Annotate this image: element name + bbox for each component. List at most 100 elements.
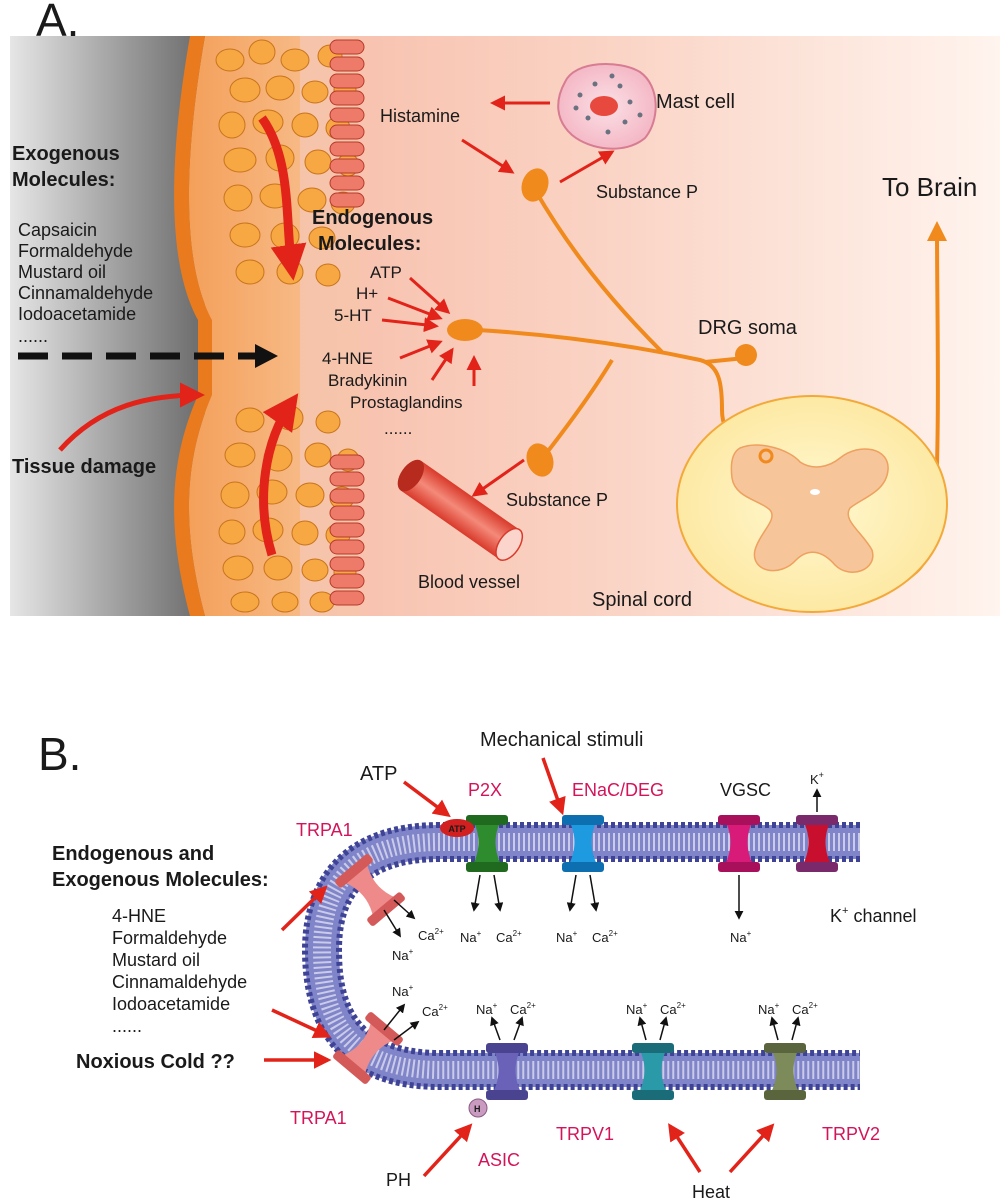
ion-label-ca: Ca2+ (510, 1001, 536, 1017)
panel-b: B. ATP (38, 728, 917, 1200)
exogenous-item: Capsaicin (18, 220, 97, 240)
ion-label-na: Na+ (476, 1001, 498, 1017)
endo-exo-item: Mustard oil (112, 950, 200, 970)
endo-exo-item: Iodoacetamide (112, 994, 230, 1014)
ion-label-na: Na+ (460, 929, 482, 945)
exogenous-title-1: Exogenous (12, 143, 120, 165)
ion-label-na: Na+ (392, 983, 414, 999)
exogenous-item: Formaldehyde (18, 241, 133, 261)
endogenous-title-1: Endogenous (312, 207, 433, 229)
dorsal-horn-synapse (758, 448, 774, 464)
exogenous-item: Cinnamaldehyde (18, 283, 153, 303)
endo-exo-item: 4-HNE (112, 906, 166, 926)
atp-tag-label: ATP (448, 824, 465, 834)
central-canal (810, 489, 820, 495)
endo-exo-title-1: Endogenous and (52, 843, 214, 865)
panel-a: A. (10, 0, 1000, 616)
ph-label: PH (386, 1170, 411, 1190)
blood-vessel-label: Blood vessel (418, 572, 520, 592)
stimulus-arrows (264, 757, 775, 1178)
barrier-cells (329, 39, 365, 606)
ion-label-na: Na+ (392, 947, 414, 963)
tissue-damage-arrow (58, 382, 205, 452)
ion-label-na: Na+ (556, 929, 578, 945)
h-tag-label: H (474, 1104, 481, 1114)
ion-label-na: Na+ (626, 1001, 648, 1017)
epidermis-layer (188, 36, 300, 616)
ion-label-ca: Ca2+ (660, 1001, 686, 1017)
exogenous-item: Mustard oil (18, 262, 106, 282)
membrane-head-outer (301, 822, 860, 1090)
h-bound-tag (468, 1098, 488, 1118)
trpv1-label: TRPV1 (556, 1124, 614, 1144)
mechanical-stimuli-label: Mechanical stimuli (480, 729, 643, 751)
tissue-damage-label: Tissue damage (12, 456, 156, 478)
k-ion-top-label: K+ (810, 770, 824, 787)
nerve-ending-endogenous (447, 319, 483, 341)
outer-environment (10, 36, 205, 616)
blood-vessel (397, 459, 524, 561)
channel-asic (486, 1043, 528, 1100)
ion-labels: Ca2+ Na+ Na+ Ca2+ Na+ Ca2+ Na+ Na+ Ca2+ … (392, 927, 818, 1019)
histamine-label: Histamine (380, 106, 460, 126)
endo-exo-title-2: Exogenous Molecules: (52, 869, 269, 891)
atp-bound-tag (440, 819, 474, 837)
channel-trpv1 (632, 1043, 674, 1100)
mast-cell-nucleus (590, 96, 618, 116)
skin-edge (174, 36, 212, 616)
drg-soma-body (735, 344, 757, 366)
vgsc-label: VGSC (720, 780, 771, 800)
k-channel-label: K+ channel (830, 905, 917, 926)
dashed-arrow-head (255, 344, 278, 368)
membrane-head-inner (335, 856, 860, 1056)
ion-label-ca: Ca2+ (592, 929, 618, 945)
penetration-arrow-top (258, 115, 307, 281)
substance-p-top-label: Substance P (596, 182, 698, 202)
trpv2-label: TRPV2 (822, 1124, 880, 1144)
exogenous-title-2: Molecules: (12, 169, 115, 191)
channel-enac (562, 815, 604, 872)
mast-cell-granules (573, 73, 643, 135)
drg-soma-label: DRG soma (698, 317, 798, 339)
substance-p-bottom-label: Substance P (506, 490, 608, 510)
histamine-to-neuron-arrow (461, 138, 515, 174)
channel-trpv2 (764, 1043, 806, 1100)
substance-p-to-mast-arrow (559, 150, 615, 184)
nerve-ending-bottom (526, 443, 554, 477)
membrane-lipid-tails (312, 833, 860, 1079)
asic-label: ASIC (478, 1150, 520, 1170)
atp-label: ATP (360, 763, 397, 785)
endo-exo-item: Cinnamaldehyde (112, 972, 247, 992)
penetration-arrow-bottom (259, 393, 299, 557)
ion-label-ca: Ca2+ (422, 1003, 448, 1019)
endogenous-title-2: Molecules: (318, 233, 421, 255)
heat-label: Heat (692, 1182, 730, 1200)
exogenous-item: ...... (18, 326, 48, 346)
endogenous-item: ...... (384, 419, 412, 438)
to-brain-label: To Brain (882, 172, 977, 202)
endo-exo-item: ...... (112, 1016, 142, 1036)
ion-label-na: Na+ (730, 929, 752, 945)
trpa1-top-label: TRPA1 (296, 820, 353, 840)
ion-flux-arrows (383, 788, 822, 1041)
ion-label-ca: Ca2+ (496, 929, 522, 945)
endogenous-item: Prostaglandins (350, 393, 462, 412)
enac-label: ENaC/DEG (572, 780, 664, 800)
channel-p2x (466, 815, 508, 872)
endo-exo-item: Formaldehyde (112, 928, 227, 948)
endogenous-item: H+ (356, 284, 378, 303)
trpa1-bottom-label: TRPA1 (290, 1108, 347, 1128)
ion-label-na: Na+ (758, 1001, 780, 1017)
ion-label-ca: Ca2+ (792, 1001, 818, 1017)
ion-label-ca: Ca2+ (418, 927, 444, 943)
spinal-gray-matter (730, 444, 889, 573)
mast-cell-label: Mast cell (656, 91, 735, 113)
channel-vgsc (718, 815, 760, 872)
channel-k (796, 815, 838, 872)
nerve-ending-top (521, 168, 549, 202)
noxious-cold-label: Noxious Cold ?? (76, 1051, 235, 1073)
endogenous-item: 5-HT (334, 306, 372, 325)
substance-p-to-vessel-arrow (471, 458, 525, 497)
endogenous-item: Bradykinin (328, 371, 407, 390)
